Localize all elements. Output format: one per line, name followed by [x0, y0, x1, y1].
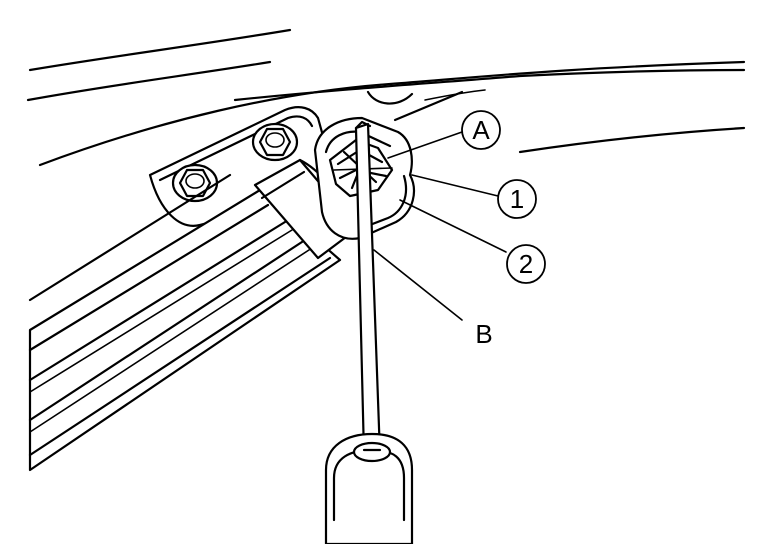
callout-1: 1 [497, 179, 537, 219]
callout-1-label: 1 [510, 184, 524, 214]
bolt-right [251, 122, 299, 162]
leader-1 [411, 174, 499, 197]
callout-b-label: B [475, 319, 492, 349]
callout-a: A [461, 110, 501, 150]
leader-2 [399, 199, 507, 253]
callout-a-label: A [472, 115, 490, 145]
callout-2-label: 2 [519, 249, 533, 279]
callout-2: 2 [506, 244, 546, 284]
leader-b [373, 249, 463, 321]
leader-a [387, 131, 463, 159]
body-panel-lines [26, 28, 746, 167]
screwdriver-handle [324, 432, 414, 544]
leader-lines [373, 131, 507, 321]
stay-strut [28, 173, 342, 472]
callout-b: B [475, 319, 492, 349]
